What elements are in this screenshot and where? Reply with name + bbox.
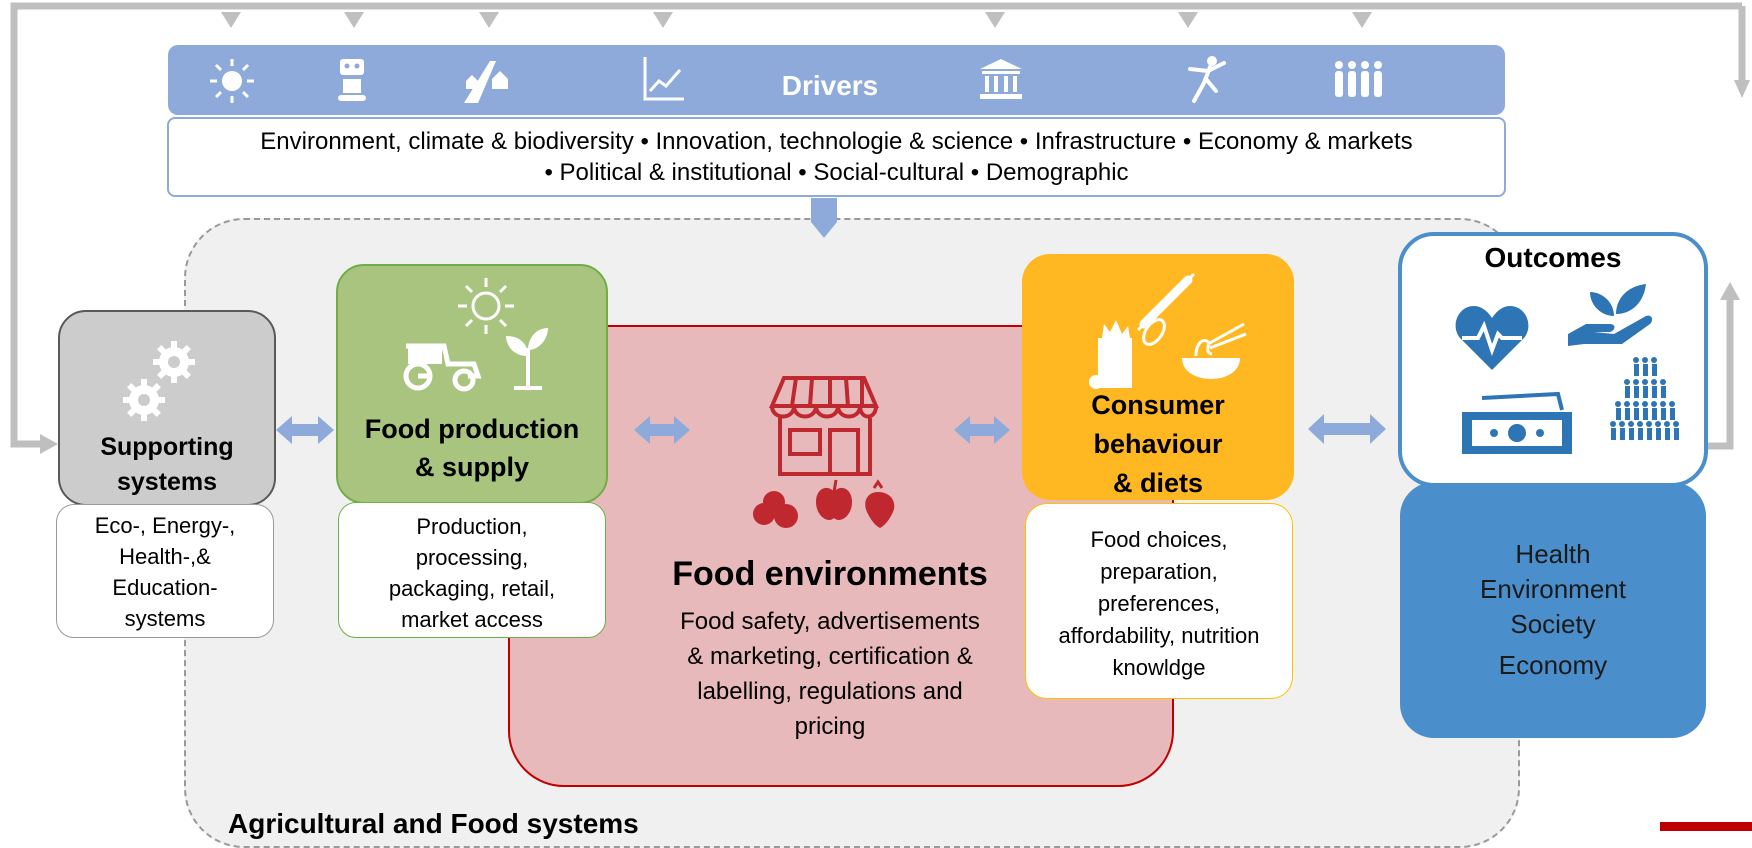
accent-line [1660, 822, 1752, 831]
production-text-line-1: Production, [416, 514, 528, 539]
plant-icon [506, 328, 548, 390]
outcome-item: Society [1510, 609, 1596, 639]
food-production-description: Production, processing, packaging, retai… [338, 502, 606, 638]
double-arrow-supporting-production [276, 416, 334, 444]
double-arrow-environments-consumer [954, 416, 1010, 444]
consumer-text-line-3: preferences, [1097, 591, 1221, 616]
production-text-line-4: market access [401, 607, 543, 632]
cooking-icon [1089, 272, 1247, 389]
robot-icon [338, 59, 366, 101]
food-production-box [336, 264, 608, 504]
outcome-item: Health [1515, 539, 1591, 569]
consumer-behaviour-description: Food choices, preparation, preferences, … [1025, 503, 1293, 699]
grocery-bag-icon [1089, 320, 1132, 389]
double-arrow-production-environments [634, 416, 690, 444]
outcomes-list: Health Environment Society Economy [1400, 537, 1706, 683]
outcomes-list-box [1400, 482, 1706, 738]
tractor-icon [403, 343, 482, 392]
outcome-item: Economy [1498, 650, 1608, 680]
food-system-label: Agricultural and Food systems [228, 808, 639, 839]
fruit-icon [753, 479, 895, 528]
food-production-title: Food production & supply [336, 410, 608, 486]
supporting-text-line-1: Eco-, Energy-, [94, 513, 236, 538]
sun-icon [210, 59, 254, 103]
supporting-title-line-1: Supporting [100, 433, 234, 461]
outcome-item: Environment [1480, 574, 1626, 604]
money-icon [1462, 391, 1572, 454]
drivers-list: Environment, climate & biodiversity • In… [167, 117, 1506, 197]
dancer-icon [1188, 56, 1226, 103]
supporting-text-line-3: Education- [112, 575, 218, 600]
food-environments-title: Food environments [672, 555, 988, 593]
consumer-text-line-5: knowldge [1112, 655, 1206, 680]
supporting-text-line-2: Health-,& [119, 544, 211, 569]
hand-plant-icon [1568, 284, 1653, 346]
consumer-behaviour-title: Consumer behaviour & diets [1022, 386, 1294, 503]
rolling-pin-icon [1136, 272, 1196, 346]
institution-icon [980, 59, 1022, 99]
consumer-text-line-4: affordability, nutrition [1058, 623, 1260, 648]
sun-icon [458, 278, 514, 334]
noodle-bowl-icon [1182, 322, 1247, 379]
consumer-title-line-2: behaviour [1093, 429, 1223, 459]
drivers-down-arrow [811, 198, 837, 238]
production-text-line-3: packaging, retail, [388, 576, 556, 601]
double-arrow-consumer-outcomes [1308, 414, 1386, 444]
supporting-text-line-4: systems [124, 606, 206, 631]
supporting-systems-description: Eco-, Energy-, Health-,& Education- syst… [56, 504, 274, 638]
consumer-text-line-2: preparation, [1100, 559, 1218, 584]
gears-icon [123, 341, 195, 421]
supporting-systems-box [58, 310, 276, 506]
consumer-title-line-3: & diets [1112, 468, 1204, 498]
supporting-systems-title: Supporting systems [58, 430, 276, 500]
production-title-line-2: & supply [414, 452, 529, 482]
population-icon [1610, 357, 1679, 440]
production-title-line-1: Food production [364, 414, 580, 444]
environments-text-line-4: pricing [794, 713, 866, 740]
outcomes-title: Outcomes [1484, 242, 1622, 273]
environments-text-line-2: & marketing, certification & [687, 643, 973, 670]
drivers-list-line-1: Environment, climate & biodiversity • In… [260, 128, 1413, 155]
consumer-behaviour-box [1022, 254, 1294, 500]
drivers-list-line-2: • Political & institutional • Social-cul… [544, 159, 1129, 186]
heart-pulse-icon [1455, 306, 1529, 370]
shop-icon [768, 376, 880, 476]
consumer-title-line-1: Consumer [1091, 390, 1225, 420]
drivers-header-bar [168, 45, 1505, 115]
people-group-icon [1335, 61, 1382, 97]
line-chart-icon [643, 57, 684, 101]
consumer-text-line-1: Food choices, [1090, 527, 1228, 552]
supporting-title-line-2: systems [116, 468, 218, 496]
drivers-title: Drivers [781, 70, 879, 101]
road-houses-icon [464, 61, 508, 103]
outcomes-box [1398, 232, 1708, 487]
environments-text-line-3: labelling, regulations and [697, 678, 963, 705]
production-text-line-2: processing, [415, 545, 529, 570]
food-environments-description: Food safety, advertisements & marketing,… [640, 604, 1020, 744]
environments-text-line-1: Food safety, advertisements [680, 608, 980, 635]
